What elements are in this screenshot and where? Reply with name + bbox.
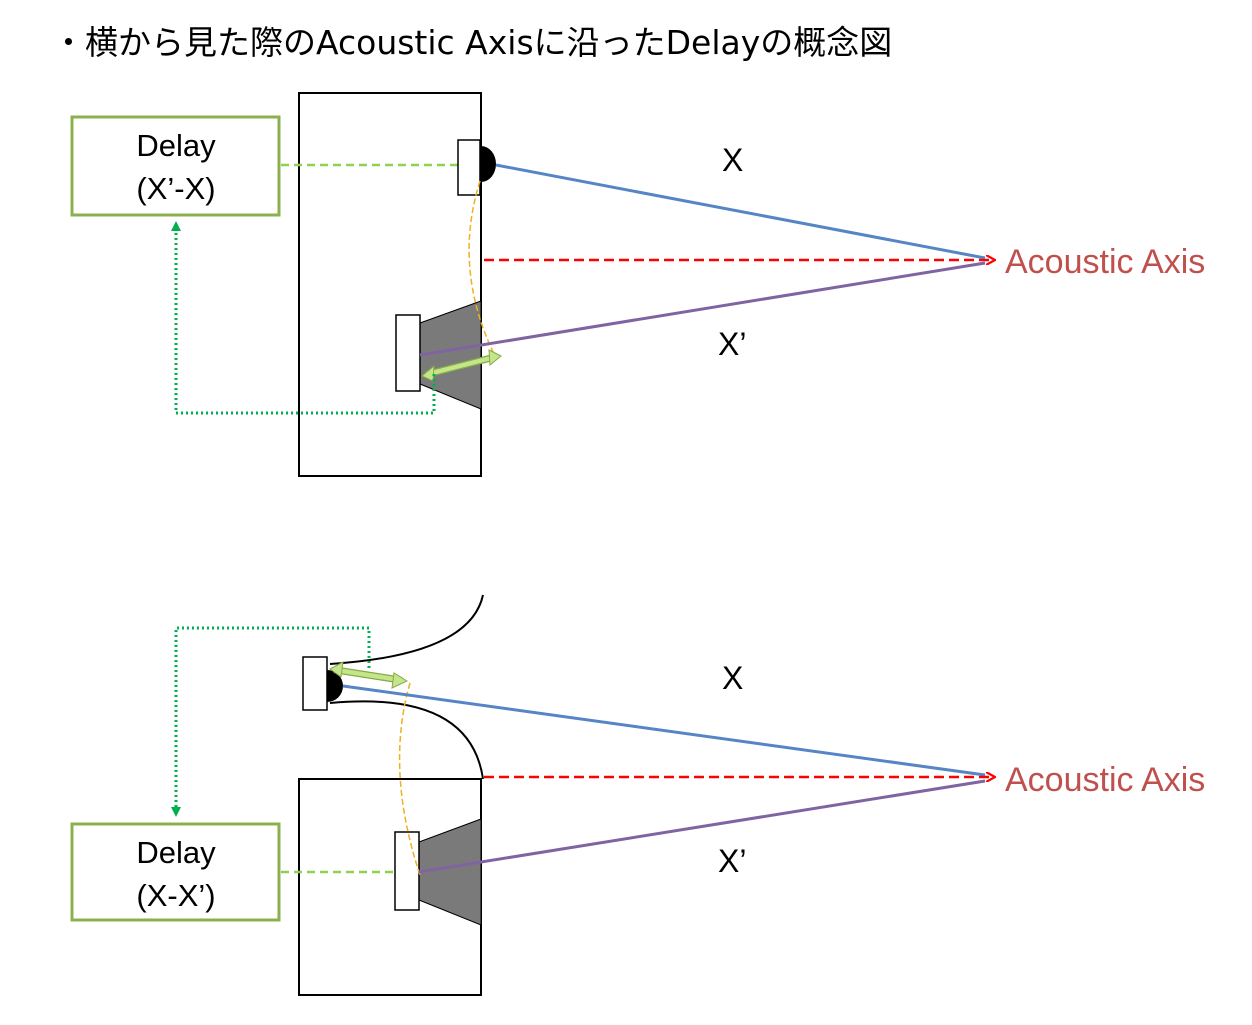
delay-box: [70, 115, 281, 217]
feedback-loop: [171, 626, 371, 817]
label-x: X: [722, 660, 743, 696]
wavefront-arc: [468, 180, 497, 359]
offset-arrow: [421, 349, 502, 382]
delay-formula: (X-X’): [136, 878, 215, 913]
offset-arrow: [329, 661, 409, 689]
acoustic-axis-label: Acoustic Axis: [1005, 243, 1205, 281]
horn-upper-curve: [329, 594, 484, 665]
tweeter-magnet: [457, 139, 481, 196]
delay-box: [70, 822, 281, 922]
tweeter-dome: [327, 670, 343, 702]
delay-formula: (X’-X): [136, 171, 215, 206]
woofer-magnet: [395, 314, 421, 392]
bottom-diagram: Delay (X-X’) X X’ Acoustic Axis: [70, 594, 1205, 996]
horn-lower-curve: [329, 700, 484, 780]
page-title: ・横から見た際のAcoustic Axisに沿ったDelayの概念図: [52, 23, 893, 62]
tweeter-magnet: [302, 656, 328, 711]
label-x-prime: X’: [718, 326, 746, 362]
path-x-line: [342, 684, 986, 777]
path-x-prime-line: [418, 779, 986, 874]
speaker-cabinet: [298, 92, 482, 477]
label-x-prime: X’: [718, 843, 746, 879]
wavefront-arc: [398, 682, 421, 876]
path-x-line: [495, 163, 986, 260]
delay-label: Delay: [136, 835, 216, 870]
acoustic-axis-label: Acoustic Axis: [1005, 761, 1205, 799]
path-x-prime-line: [419, 261, 986, 357]
woofer-magnet: [394, 831, 420, 911]
top-diagram: Delay (X’-X) X X’ Acoustic Axis: [70, 92, 1205, 477]
delay-label: Delay: [136, 128, 216, 163]
feedback-loop: [171, 221, 436, 415]
tweeter-dome: [481, 146, 496, 182]
label-x: X: [722, 142, 743, 178]
